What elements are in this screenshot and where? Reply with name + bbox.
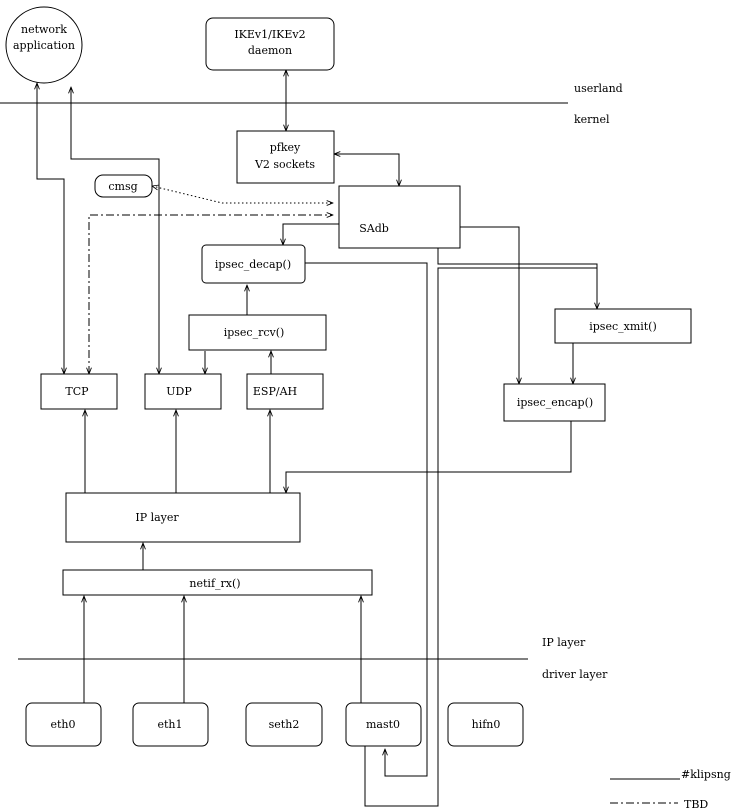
arrow-cmsg-sadb-dotted <box>152 186 333 203</box>
arrow-encap-iplayer <box>286 421 572 493</box>
seth2-label: seth2 <box>269 718 300 731</box>
ipsec-encap-label: ipsec_encap() <box>517 396 593 409</box>
ipsec-rcv-label: ipsec_rcv() <box>224 326 285 339</box>
pfkey-sockets-line2: V2 sockets <box>254 158 315 171</box>
ip-layer-boundary-label: IP layer <box>542 636 586 649</box>
hifn0-label: hifn0 <box>472 718 501 731</box>
ike-daemon-line1: IKEv1/IKEv2 <box>234 28 305 41</box>
arrow-pfkey-sadb <box>334 154 399 186</box>
network-application-node <box>5 6 83 84</box>
ipsec-rcv-node <box>188 314 327 351</box>
mast0-label: mast0 <box>366 718 400 731</box>
network-application-line1: network <box>21 23 67 36</box>
ipsec-decap-node <box>201 244 306 284</box>
netif-rx-node <box>62 569 373 596</box>
seth2-node <box>245 702 323 747</box>
arrow-sadb-decap <box>283 223 339 245</box>
ipsec-xmit-node <box>554 308 692 344</box>
netif-rx-label: netif_rx() <box>189 577 240 590</box>
tcp-node <box>40 373 118 410</box>
arrow-app-udp <box>71 87 159 374</box>
arrow-app-tcp <box>37 83 64 374</box>
udp-label: UDP <box>166 385 192 398</box>
ip-layer-label: IP layer <box>135 511 179 524</box>
tcp-label: TCP <box>65 385 89 398</box>
legend-klipsng-label: #klipsng <box>681 768 731 781</box>
ipsec-xmit-label: ipsec_xmit() <box>589 320 657 333</box>
ipsec-decap-label: ipsec_decap() <box>215 258 291 271</box>
cmsg-label: cmsg <box>108 180 137 193</box>
kernel-label: kernel <box>574 113 610 126</box>
ike-daemon-node <box>205 17 335 71</box>
ip-layer-node <box>65 492 301 543</box>
pfkey-sockets-line1: pfkey <box>270 141 301 154</box>
hifn0-node <box>447 702 524 747</box>
eth1-label: eth1 <box>157 718 182 731</box>
esp-ah-node <box>246 373 324 410</box>
eth1-node <box>132 702 209 747</box>
eth0-node <box>25 702 102 747</box>
arrow-sadb-encap <box>460 226 519 384</box>
driver-layer-label: driver layer <box>542 668 608 681</box>
eth0-label: eth0 <box>50 718 75 731</box>
arrow-decap-mast0 <box>305 262 428 777</box>
mast0-node <box>345 702 422 747</box>
udp-node <box>144 373 222 410</box>
arrow-sadb-xmit <box>437 248 597 309</box>
ipsec-encap-node <box>503 383 606 422</box>
sadb-label: SAdb <box>359 222 389 235</box>
network-application-line2: application <box>13 39 75 52</box>
esp-ah-label: ESP/AH <box>253 385 297 398</box>
sadb-node <box>338 185 461 249</box>
ike-daemon-line2: daemon <box>248 44 292 57</box>
userland-label: userland <box>574 82 623 95</box>
legend-tbd-label: TBD <box>684 798 708 811</box>
line-mast0-loop <box>364 267 597 807</box>
cmsg-node <box>94 174 153 198</box>
pfkey-sockets-node <box>236 130 335 184</box>
